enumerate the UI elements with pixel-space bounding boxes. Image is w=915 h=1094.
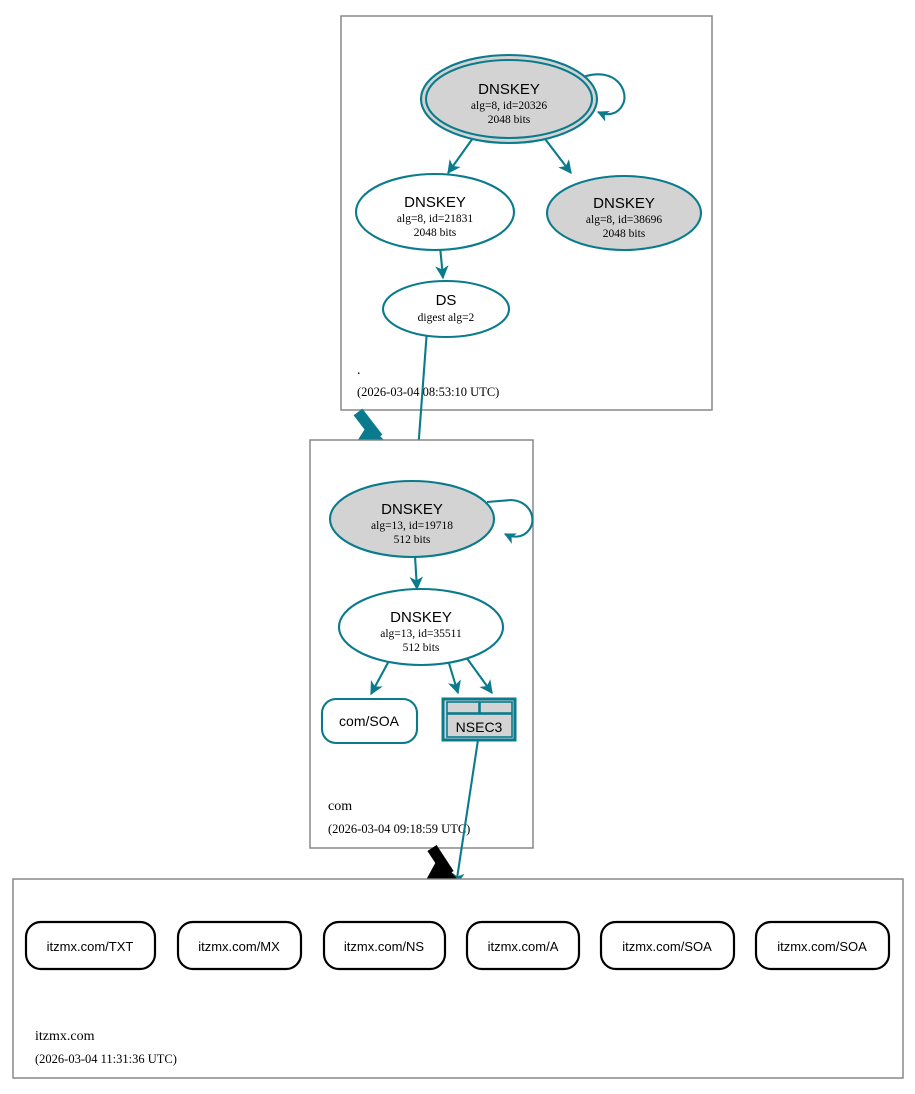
node-bits: 2048 bits — [488, 114, 531, 126]
node-label: itzmx.com/SOA — [622, 939, 712, 954]
node-itzmx-a[interactable]: itzmx.com/A — [465, 920, 581, 971]
zone-com-timestamp: (2026-03-04 09:18:59 UTC) — [328, 822, 470, 836]
node-com-nsec3[interactable]: NSEC3 — [441, 697, 517, 742]
node-bits: 2048 bits — [603, 228, 646, 240]
node-root-dnskey-21831[interactable]: DNSKEY alg=8, id=21831 2048 bits — [354, 172, 516, 252]
zone-itzmx-timestamp: (2026-03-04 11:31:36 UTC) — [35, 1052, 177, 1066]
edge-com-zsk-to-soa — [370, 658, 391, 696]
node-root-dnskey-20326[interactable]: DNSKEY alg=8, id=20326 2048 bits — [419, 53, 599, 145]
node-alg-id: alg=8, id=20326 — [471, 100, 547, 112]
node-itzmx-txt[interactable]: itzmx.com/TXT — [24, 920, 157, 971]
node-inner-ellipse — [424, 58, 594, 140]
zone-itzmx-name: itzmx.com — [35, 1029, 95, 1044]
node-label: itzmx.com/A — [488, 939, 559, 954]
node-alg-id: alg=13, id=35511 — [380, 628, 462, 640]
node-title: DNSKEY — [381, 501, 443, 518]
node-label: com/SOA — [339, 713, 400, 729]
node-bits: 512 bits — [394, 534, 431, 546]
node-itzmx-mx[interactable]: itzmx.com/MX — [176, 920, 303, 971]
node-ellipse — [354, 172, 516, 252]
edge-nsec3-to-itzmx — [451, 739, 480, 887]
node-rounded-rect — [176, 920, 303, 971]
node-itzmx-soa-2[interactable]: itzmx.com/SOA — [754, 920, 891, 971]
node-rounded-rect — [24, 920, 157, 971]
zone-root-name: . — [357, 363, 361, 378]
edge-com-zsk-to-nsec3-right — [465, 656, 493, 694]
node-rounded-rect — [465, 920, 581, 971]
node-itzmx-ns[interactable]: itzmx.com/NS — [322, 920, 447, 971]
node-com-dnskey-35511[interactable]: DNSKEY alg=13, id=35511 512 bits — [337, 587, 505, 667]
edge-root-zsk-to-ds — [435, 245, 449, 280]
node-alg-id: alg=8, id=21831 — [397, 213, 473, 225]
node-title: DNSKEY — [390, 609, 452, 626]
edge-com-ksk-self-sign — [486, 498, 534, 544]
nsec3-cell-left — [446, 701, 480, 714]
node-label: itzmx.com/MX — [198, 939, 280, 954]
edge-com-ksk-to-zsk — [409, 555, 423, 591]
zone-itzmx-border — [12, 878, 904, 1079]
node-ellipse — [545, 174, 703, 252]
node-rounded-rect — [754, 920, 891, 971]
node-com-soa[interactable]: com/SOA — [320, 697, 419, 745]
node-label: itzmx.com/TXT — [47, 939, 134, 954]
zone-itzmx: itzmx.com (2026-03-04 11:31:36 UTC) — [12, 878, 904, 1079]
node-alg-id: alg=13, id=19718 — [371, 520, 453, 532]
node-ellipse — [328, 479, 496, 559]
node-label: itzmx.com/SOA — [777, 939, 867, 954]
node-title: DNSKEY — [478, 81, 540, 98]
edge-delegation-com-to-itzmx — [426, 844, 462, 884]
edge-com-zsk-to-nsec3-left — [446, 659, 461, 695]
zone-root-timestamp: (2026-03-04 08:53:10 UTC) — [357, 385, 499, 399]
node-alg-id: alg=8, id=38696 — [586, 214, 662, 226]
node-bits: 512 bits — [403, 642, 440, 654]
node-title: DNSKEY — [593, 195, 655, 212]
nsec3-cell-label — [446, 713, 513, 738]
node-title: DS — [436, 292, 457, 309]
node-itzmx-soa-1[interactable]: itzmx.com/SOA — [599, 920, 736, 971]
node-rounded-rect — [322, 920, 447, 971]
nsec3-cell-right — [479, 701, 513, 714]
node-ellipse — [337, 587, 505, 667]
node-ellipse — [381, 279, 511, 339]
zone-com-name: com — [328, 799, 352, 814]
node-label: NSEC3 — [456, 719, 503, 735]
node-digest-alg: digest alg=2 — [418, 312, 475, 324]
node-com-dnskey-19718[interactable]: DNSKEY alg=13, id=19718 512 bits — [328, 479, 496, 559]
node-label: itzmx.com/NS — [344, 939, 425, 954]
node-root-ds[interactable]: DS digest alg=2 — [381, 279, 511, 339]
node-rounded-rect — [599, 920, 736, 971]
node-rounded-rect — [320, 697, 419, 745]
node-root-dnskey-38696[interactable]: DNSKEY alg=8, id=38696 2048 bits — [545, 174, 703, 252]
node-title: DNSKEY — [404, 194, 466, 211]
node-bits: 2048 bits — [414, 227, 457, 239]
edge-root-ksk-self-sign — [582, 73, 626, 122]
